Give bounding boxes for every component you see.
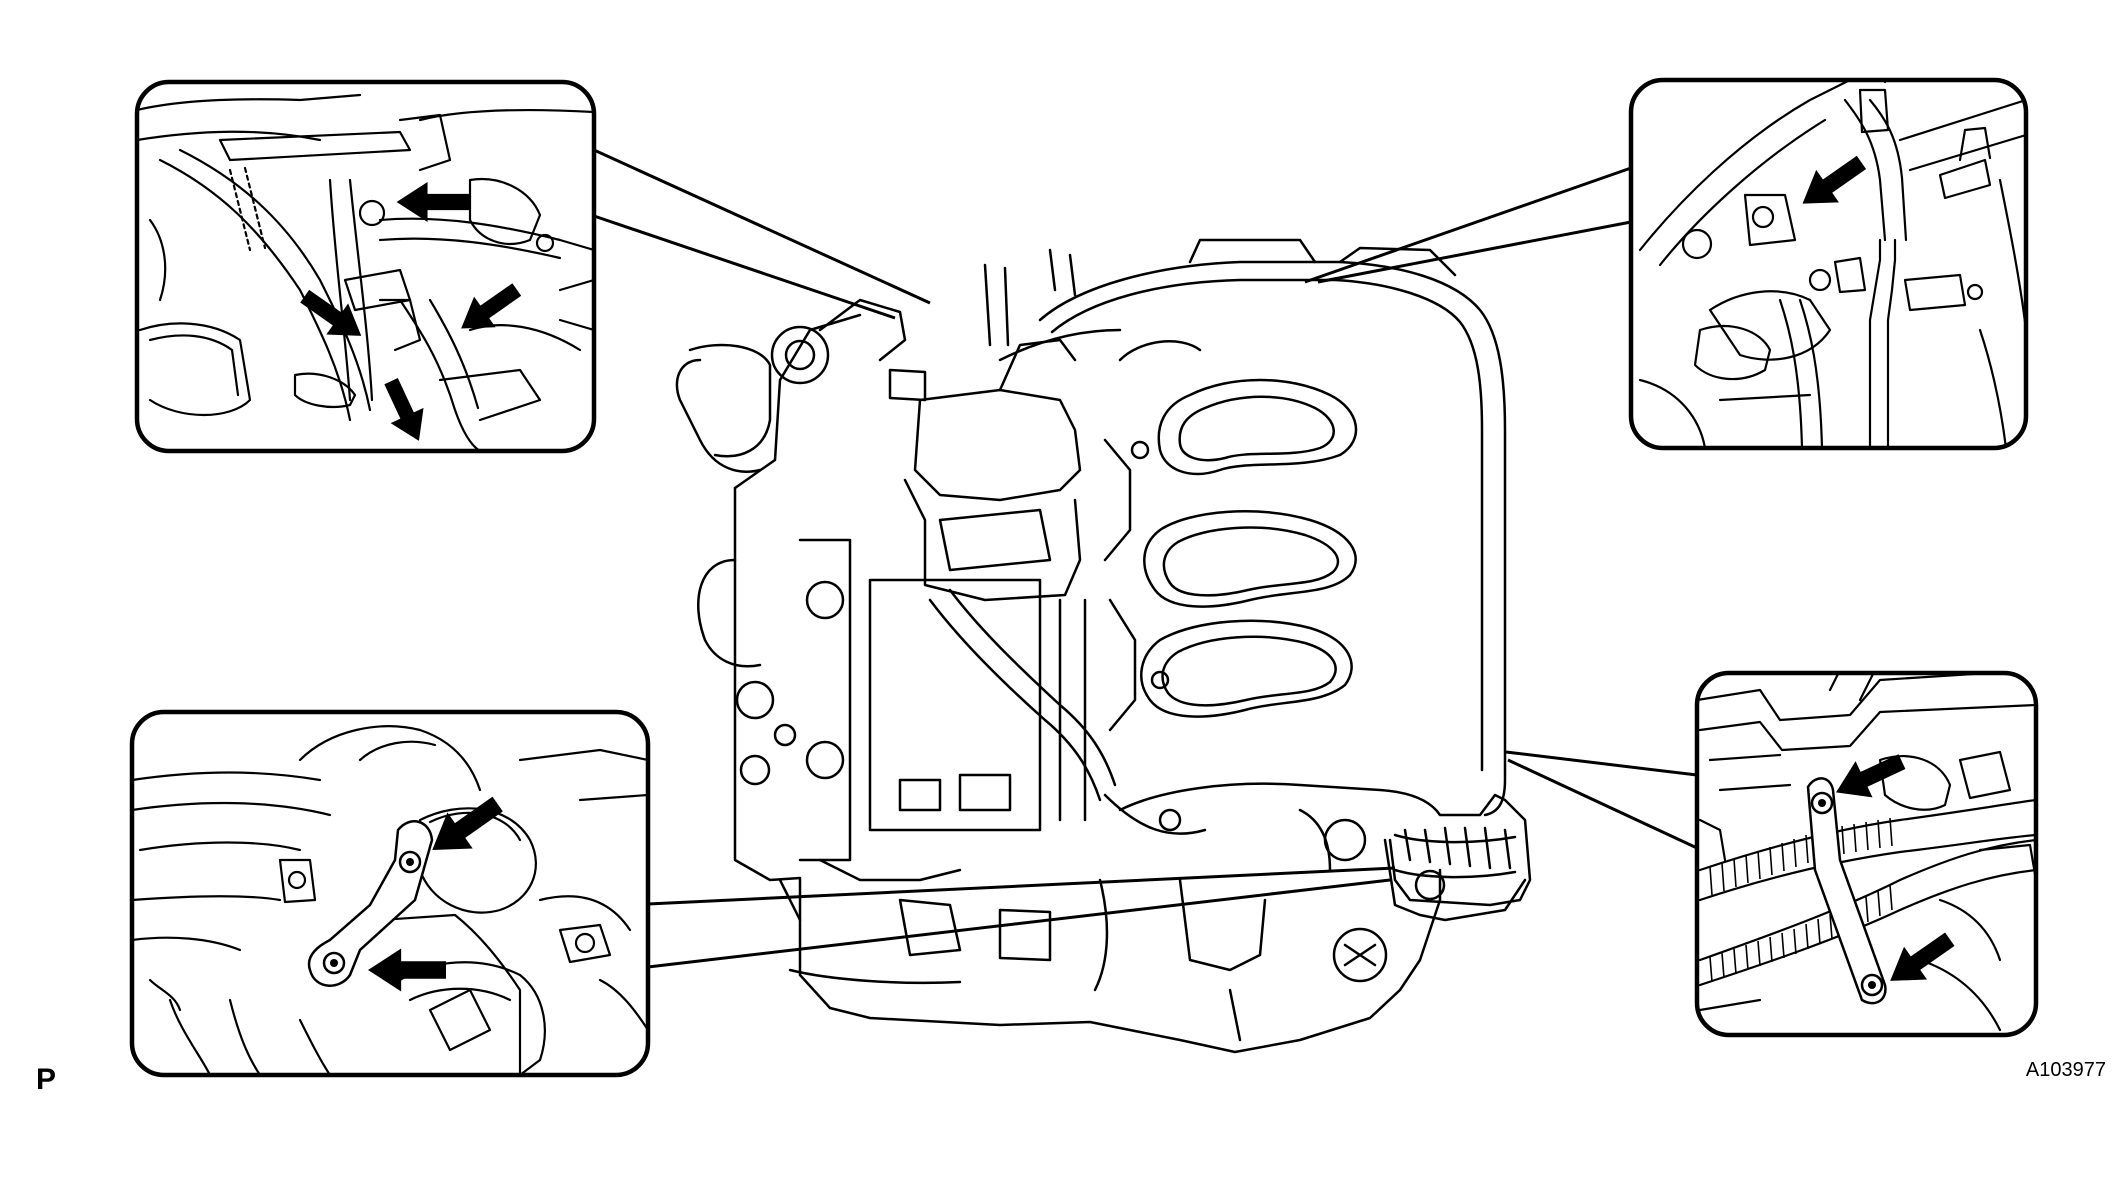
arrow-icon — [368, 948, 446, 992]
arrow-icon — [450, 274, 528, 344]
inset-bottom-right — [1694, 670, 2039, 1038]
engine-assembly — [675, 238, 1532, 1054]
figure-id-label: A103977 — [2025, 1059, 2106, 1081]
arrow-icon — [1791, 146, 1873, 220]
arrow-icon — [293, 280, 373, 352]
inset-top-right — [1628, 77, 2029, 451]
arrow-icon — [1827, 743, 1911, 811]
arrow-icon — [396, 182, 470, 222]
arrow-icon — [419, 786, 511, 868]
inset-bottom-left — [129, 709, 651, 1078]
arrow-icon — [374, 373, 436, 449]
view-letter-label: P — [36, 1063, 57, 1096]
leader-lines — [593, 148, 1698, 969]
arrow-icon — [1878, 922, 1962, 998]
inset-top-left — [134, 79, 597, 454]
